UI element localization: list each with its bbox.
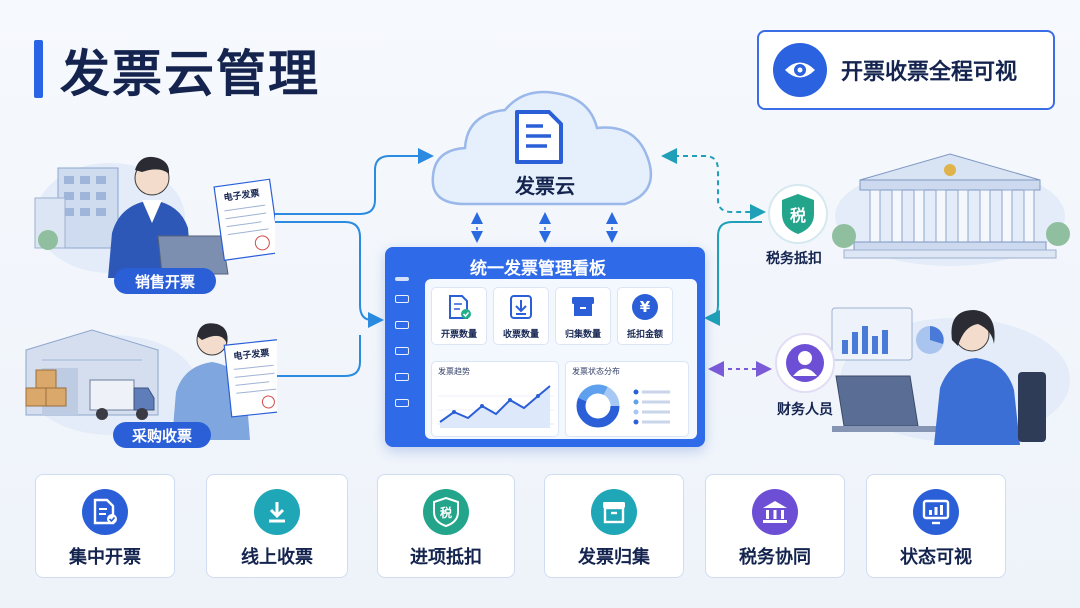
sales-invoicing-label: 销售开票 [114,268,216,294]
purchase-receiving-label: 采购收票 [113,422,211,448]
dashboard-sidebar [385,275,421,447]
feature-label: 状态可视 [900,547,972,568]
tax-shield-icon: 税 [423,489,469,535]
feature-card-status-visualization[interactable]: 状态可视 [866,474,1006,578]
finance-scene-illustration [830,300,1075,445]
sidebar-menu-icon[interactable] [395,347,409,355]
cloud-label: 发票云 [515,174,575,198]
document-icon [513,108,565,170]
monitor-chart-icon [913,489,959,535]
feature-card-online-receiving[interactable]: 线上收票 [206,474,348,578]
trend-panel[interactable]: 发票趋势 [431,361,559,437]
tax-deduction-label: 税务抵扣 [766,251,822,267]
stat-label: 归集数量 [564,330,601,340]
finance-staff-label: 财务人员 [777,402,833,418]
stat-card-issued[interactable]: 开票数量 [431,287,487,345]
dashboard-title: 统一发票管理看板 [470,259,606,279]
feature-label: 进项抵扣 [410,547,482,568]
stat-label: 收票数量 [502,330,539,340]
status-title: 发票状态分布 [572,367,620,376]
yen-icon: ¥ [632,294,658,320]
trend-title: 发票趋势 [438,367,470,376]
feature-label: 税务协同 [739,547,811,568]
status-panel[interactable]: 发票状态分布 [565,361,689,437]
dashboard-body: 开票数量 收票数量 归集数量 ¥ 抵扣金额 发票趋势 [425,279,697,439]
purchase-doc-title: 电子发票 [233,347,270,363]
stat-card-deduction[interactable]: ¥ 抵扣金额 [617,287,673,345]
svg-text:税: 税 [790,206,806,225]
tax-shield-icon: 税 [768,184,828,244]
feature-card-invoice-archiving[interactable]: 发票归集 [544,474,684,578]
sidebar-menu-icon[interactable] [395,321,409,329]
badge-text: 开票收票全程可视 [841,60,1018,85]
feature-card-centralized-invoicing[interactable]: 集中开票 [35,474,175,578]
sidebar-menu-icon[interactable] [395,399,409,407]
invoice-check-icon [449,295,471,319]
page-title: 发票云管理 [60,45,320,103]
stat-label: 开票数量 [440,330,477,340]
svg-text:税: 税 [440,505,452,520]
feature-label: 发票归集 [578,547,650,568]
bank-icon [752,489,798,535]
feature-card-input-deduction[interactable]: 税 进项抵扣 [377,474,515,578]
sales-scene-illustration: 电子发票 [30,128,281,278]
user-icon [775,333,835,393]
feature-label: 集中开票 [69,547,141,568]
stat-label: 抵扣金额 [626,330,663,340]
purchase-scene-illustration: 电子发票 [22,300,289,440]
feature-label: 线上收票 [241,547,313,568]
status-donut-chart [576,384,670,428]
invoice-check-icon [82,489,128,535]
download-icon [510,295,532,319]
download-icon [254,489,300,535]
feature-card-tax-collaboration[interactable]: 税务协同 [705,474,845,578]
visibility-badge: 开票收票全程可视 [757,30,1055,110]
stat-card-archived[interactable]: 归集数量 [555,287,611,345]
eye-icon [773,43,827,97]
archive-icon [591,489,637,535]
invoice-dashboard-panel: 开票数量 收票数量 归集数量 ¥ 抵扣金额 发票趋势 [385,247,705,447]
sidebar-menu-icon[interactable] [395,373,409,381]
trend-line-chart [438,385,554,428]
sidebar-menu-icon[interactable] [395,295,409,303]
stat-card-received[interactable]: 收票数量 [493,287,549,345]
title-accent-bar [34,40,43,98]
archive-icon [572,297,594,316]
tax-office-illustration [830,138,1070,266]
